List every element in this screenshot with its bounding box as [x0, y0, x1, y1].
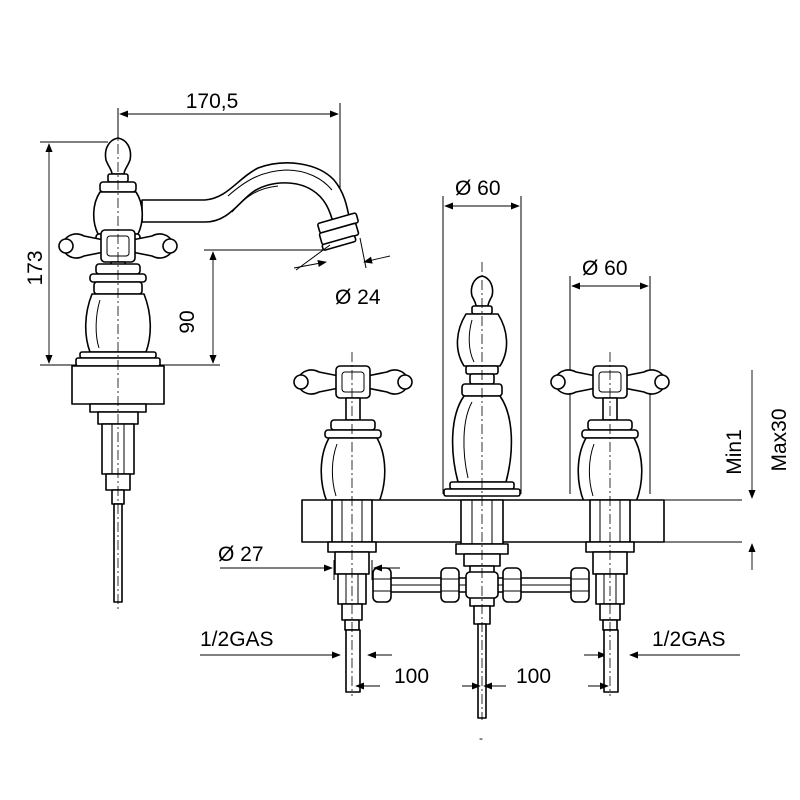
aerator	[317, 212, 360, 251]
connection-left-label: 1/2GAS	[200, 628, 274, 651]
spout	[141, 162, 351, 227]
connection-right-label: 1/2GAS	[652, 628, 726, 651]
left-handle	[293, 365, 413, 517]
spacing-right-label: 100	[516, 665, 551, 688]
spout-body-diameter-label: Ø 60	[455, 177, 501, 200]
outlet-diameter-label: Ø 24	[335, 286, 381, 309]
spacing-left-label: 100	[394, 665, 429, 688]
side-view: 170,5 173 90 Ø 24	[24, 90, 391, 612]
deck-max-label: Max30	[768, 408, 791, 471]
tail-right	[603, 629, 619, 693]
deck-min-label: Min1	[723, 429, 746, 475]
front-view: Ø 60 Ø 60	[200, 177, 791, 745]
tail-left	[345, 629, 361, 693]
connector-pipe	[372, 567, 590, 603]
tick-mark: -	[479, 731, 483, 745]
handle-body-diameter-label: Ø 60	[582, 257, 628, 280]
total-height-label: 173	[24, 250, 47, 285]
shank-diameter-label: Ø 27	[218, 543, 264, 566]
spout-reach-label: 170,5	[186, 90, 239, 113]
spout-height-label: 90	[176, 310, 199, 333]
